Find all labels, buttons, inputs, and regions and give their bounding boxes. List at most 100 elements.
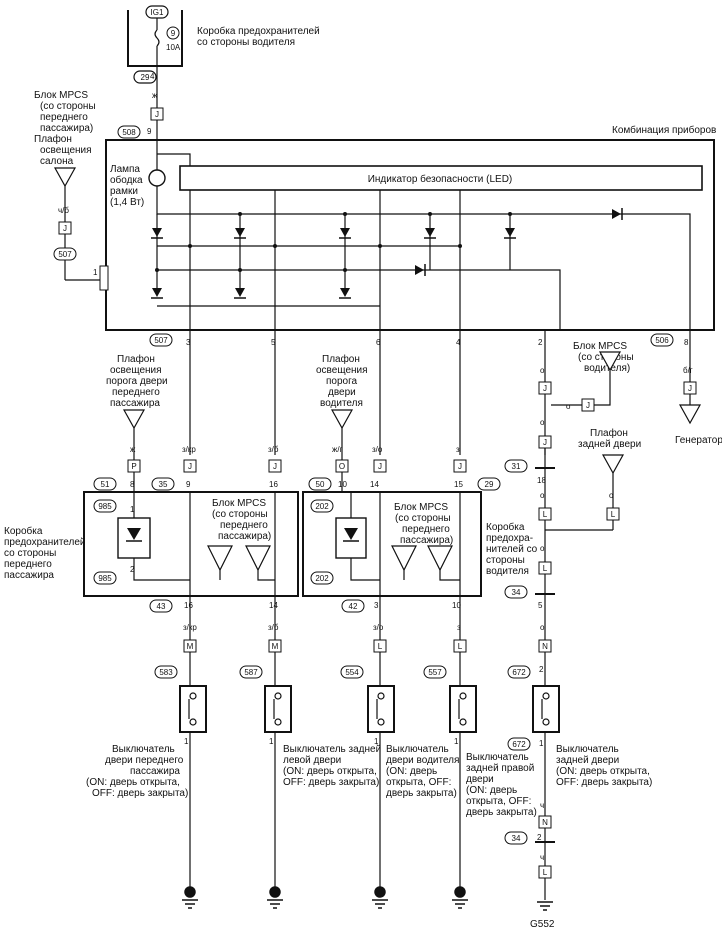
svg-text:Генератор: Генератор (675, 435, 722, 446)
svg-text:пассажира: пассажира (130, 766, 180, 777)
passenger-fuse-box: 51 35 8 9 16 985 1 2 985 Блок MPCS (со с… (4, 477, 299, 613)
svg-text:дверь закрыта): дверь закрыта) (466, 807, 537, 818)
svg-text:51: 51 (101, 480, 110, 489)
svg-text:(ON: дверь открыта,: (ON: дверь открыта, (283, 766, 377, 777)
svg-text:предохра-: предохра- (486, 533, 533, 544)
svg-text:587: 587 (244, 668, 258, 677)
switch-labels: Выключатель двери переднего пассажира (O… (86, 744, 652, 818)
svg-text:M: M (272, 642, 279, 651)
svg-text:Блок MPCS: Блок MPCS (394, 502, 448, 513)
ground-symbols (182, 886, 553, 911)
svg-text:202: 202 (315, 574, 329, 583)
svg-text:рамки: рамки (110, 186, 138, 197)
svg-text:J: J (688, 384, 692, 393)
svg-text:L: L (543, 510, 548, 519)
svg-text:переднего: переднего (220, 520, 268, 531)
svg-text:ж/г: ж/г (332, 445, 343, 454)
svg-text:з: з (457, 623, 461, 632)
svg-text:задней двери: задней двери (578, 439, 641, 450)
svg-text:о: о (540, 623, 545, 632)
svg-text:35: 35 (159, 480, 168, 489)
svg-text:985: 985 (98, 502, 112, 511)
svg-text:554: 554 (345, 668, 359, 677)
svg-text:672: 672 (512, 668, 526, 677)
svg-text:43: 43 (157, 602, 166, 611)
fuse-rating: 10A (166, 43, 181, 52)
svg-text:985: 985 (98, 574, 112, 583)
svg-text:двери: двери (466, 774, 494, 785)
svg-text:672: 672 (512, 740, 526, 749)
svg-text:L: L (458, 642, 463, 651)
svg-text:Лампа: Лампа (110, 164, 140, 175)
svg-text:пассажира: пассажира (4, 570, 54, 581)
svg-text:J: J (63, 224, 67, 233)
svg-text:J: J (586, 401, 590, 410)
svg-text:(ON: дверь: (ON: дверь (466, 785, 517, 796)
svg-text:1: 1 (539, 739, 544, 748)
svg-text:з/кр: з/кр (183, 623, 197, 632)
svg-text:порога двери: порога двери (106, 376, 168, 387)
svg-text:8: 8 (684, 338, 689, 347)
svg-text:Плафон: Плафон (322, 353, 360, 365)
svg-text:ж: ж (130, 445, 136, 454)
fuse-box-label-2: со стороны водителя (197, 37, 295, 48)
svg-text:3: 3 (186, 338, 191, 347)
svg-text:1: 1 (93, 268, 98, 277)
svg-text:34: 34 (512, 834, 521, 843)
svg-text:пассажира): пассажира) (400, 535, 453, 546)
svg-text:10: 10 (452, 601, 461, 610)
drv-sill-light: Плафон освещения порога двери водителя ж… (316, 353, 368, 492)
svg-text:16: 16 (269, 480, 278, 489)
svg-text:L: L (378, 642, 383, 651)
svg-text:Блок MPCS: Блок MPCS (34, 90, 88, 101)
driver-side-fuse-box: 50 29 10 14 15 202 202 Блок MPCS (со сто… (302, 477, 538, 613)
svg-text:J: J (378, 462, 382, 471)
svg-text:ч: ч (540, 853, 544, 862)
svg-text:L: L (543, 868, 548, 877)
svg-text:о: о (609, 491, 614, 500)
svg-text:о: о (540, 544, 545, 553)
led-indicator-bar (179, 165, 703, 191)
generator: б/г J Генератор (675, 366, 722, 446)
diodes (151, 208, 623, 299)
conn-j-top: J (155, 110, 159, 119)
svg-text:(со стороны: (со стороны (395, 513, 451, 524)
svg-text:10: 10 (338, 480, 347, 489)
svg-text:42: 42 (349, 602, 358, 611)
svg-text:Выключатель: Выключатель (112, 744, 175, 755)
svg-text:29: 29 (485, 480, 494, 489)
svg-text:202: 202 (315, 502, 329, 511)
svg-text:557: 557 (428, 668, 442, 677)
svg-text:Коробка: Коробка (4, 525, 43, 537)
svg-text:OFF: дверь закрыта): OFF: дверь закрыта) (92, 788, 188, 799)
svg-text:583: 583 (159, 668, 173, 677)
svg-text:Блок MPCS: Блок MPCS (573, 341, 627, 352)
svg-text:1: 1 (374, 737, 379, 746)
svg-text:8: 8 (130, 480, 135, 489)
conn-508: 508 (122, 128, 136, 137)
svg-text:(ON: дверь: (ON: дверь (386, 766, 437, 777)
svg-text:(1,4 Вт): (1,4 Вт) (110, 197, 144, 208)
svg-text:пассажира): пассажира) (40, 123, 93, 134)
svg-text:б/г: б/г (683, 366, 693, 375)
svg-text:открыта, OFF:: открыта, OFF: (386, 777, 451, 788)
svg-text:со стороны: со стороны (4, 548, 56, 559)
svg-text:5: 5 (271, 338, 276, 347)
svg-text:ободка: ободка (110, 174, 143, 186)
svg-text:15: 15 (454, 480, 463, 489)
svg-text:о: о (540, 491, 545, 500)
svg-text:2: 2 (537, 833, 542, 842)
svg-text:открыта, OFF:: открыта, OFF: (466, 796, 531, 807)
svg-text:переднего: переднего (4, 559, 52, 570)
svg-text:14: 14 (370, 480, 379, 489)
svg-text:задней двери: задней двери (556, 755, 619, 766)
driver-fuse-box: IG1 9 10A Коробка предохранителей со сто… (127, 5, 320, 84)
svg-text:з/о: з/о (373, 623, 384, 632)
svg-text:18: 18 (537, 476, 546, 485)
svg-text:J: J (188, 462, 192, 471)
instrument-cluster: Комбинация приборов Лампа ободка рамки (… (99, 124, 716, 331)
fuse-box-label-1: Коробка предохранителей (197, 25, 320, 37)
svg-text:двери водителя: двери водителя (386, 755, 459, 766)
svg-text:50: 50 (316, 480, 325, 489)
svg-text:Блок MPCS: Блок MPCS (212, 498, 266, 509)
